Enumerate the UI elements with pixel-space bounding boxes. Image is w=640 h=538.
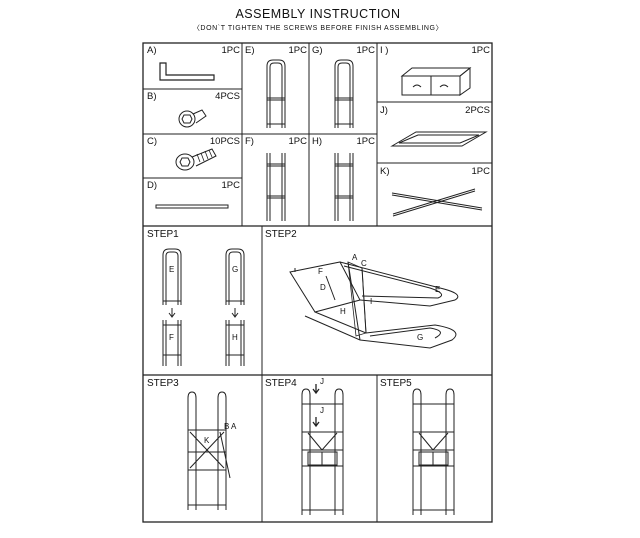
step3-label: STEP3	[147, 378, 179, 389]
step2-tag-h: H	[340, 307, 346, 316]
instruction-grid	[142, 42, 493, 523]
warning-subtitle: 〈DON`T TIGHTEN THE SCREWS BEFORE FINISH …	[192, 25, 444, 32]
lower-frame-icon	[334, 153, 354, 221]
part-h-qty: 1PC	[356, 136, 375, 147]
step3-tag-b: B	[224, 422, 230, 431]
step1-illustration	[162, 248, 245, 366]
step3-tag-a: A	[231, 422, 237, 431]
part-i-qty: 1PC	[471, 45, 490, 56]
part-h-label: H)	[312, 136, 323, 147]
step1-tag-e: E	[169, 265, 175, 274]
upper-frame-icon	[334, 59, 354, 128]
upper-frame-icon	[266, 59, 286, 128]
part-e-label: E)	[245, 45, 255, 56]
long-bolt-icon	[175, 148, 217, 171]
step2-tag-f: F	[318, 267, 323, 276]
step4-illustration	[301, 384, 344, 515]
part-b-label: B)	[147, 91, 157, 102]
step4-label: STEP4	[265, 378, 297, 389]
step2-tag-c: C	[361, 259, 367, 268]
part-d-label: D)	[147, 180, 158, 191]
page-title: ASSEMBLY INSTRUCTION	[235, 7, 401, 21]
drawer-unit-icon	[400, 66, 472, 96]
part-a-qty: 1PC	[221, 45, 240, 56]
rod-icon	[155, 204, 229, 209]
step2-tag-i: I	[370, 297, 373, 306]
part-f-label: F)	[245, 136, 254, 147]
step5-label: STEP5	[380, 378, 412, 389]
step5-illustration	[412, 388, 455, 515]
step1-tag-g: G	[232, 265, 239, 274]
step2-tag-a: A	[352, 253, 358, 262]
step3-illustration	[187, 391, 231, 510]
part-c-label: C)	[147, 136, 158, 147]
part-g-qty: 1PC	[356, 45, 375, 56]
allen-key-icon	[159, 62, 215, 81]
short-bolt-icon	[178, 109, 207, 128]
step1-tag-h: H	[232, 333, 238, 342]
part-a-label: A)	[147, 45, 157, 56]
part-j-qty: 2PCS	[465, 105, 490, 116]
step3-tag-k: K	[204, 436, 210, 445]
step2-label: STEP2	[265, 229, 297, 240]
part-k-label: K)	[380, 166, 390, 177]
part-g-label: G)	[312, 45, 323, 56]
step1-tag-f: F	[169, 333, 174, 342]
step2-tag-e: E	[435, 285, 441, 294]
instruction-sheet: ASSEMBLY INSTRUCTION 〈DON`T TIGHTEN THE …	[130, 0, 506, 538]
step4-tag-j-top: J	[320, 377, 324, 386]
part-d-qty: 1PC	[221, 180, 240, 191]
shelf-frame-icon	[390, 131, 488, 147]
part-f-qty: 1PC	[288, 136, 307, 147]
cross-brace-icon	[391, 188, 483, 217]
lower-frame-icon	[266, 153, 286, 221]
part-j-label: J)	[380, 105, 388, 116]
step1-label: STEP1	[147, 229, 179, 240]
step4-tag-j: J	[320, 406, 324, 415]
step2-tag-d: D	[320, 283, 326, 292]
part-k-qty: 1PC	[471, 166, 490, 177]
part-i-label: I )	[380, 45, 389, 56]
step2-illustration	[289, 261, 459, 349]
part-e-qty: 1PC	[288, 45, 307, 56]
step2-tag-g: G	[417, 333, 424, 342]
part-b-qty: 4PCS	[215, 91, 240, 102]
part-c-qty: 10PCS	[209, 136, 240, 147]
